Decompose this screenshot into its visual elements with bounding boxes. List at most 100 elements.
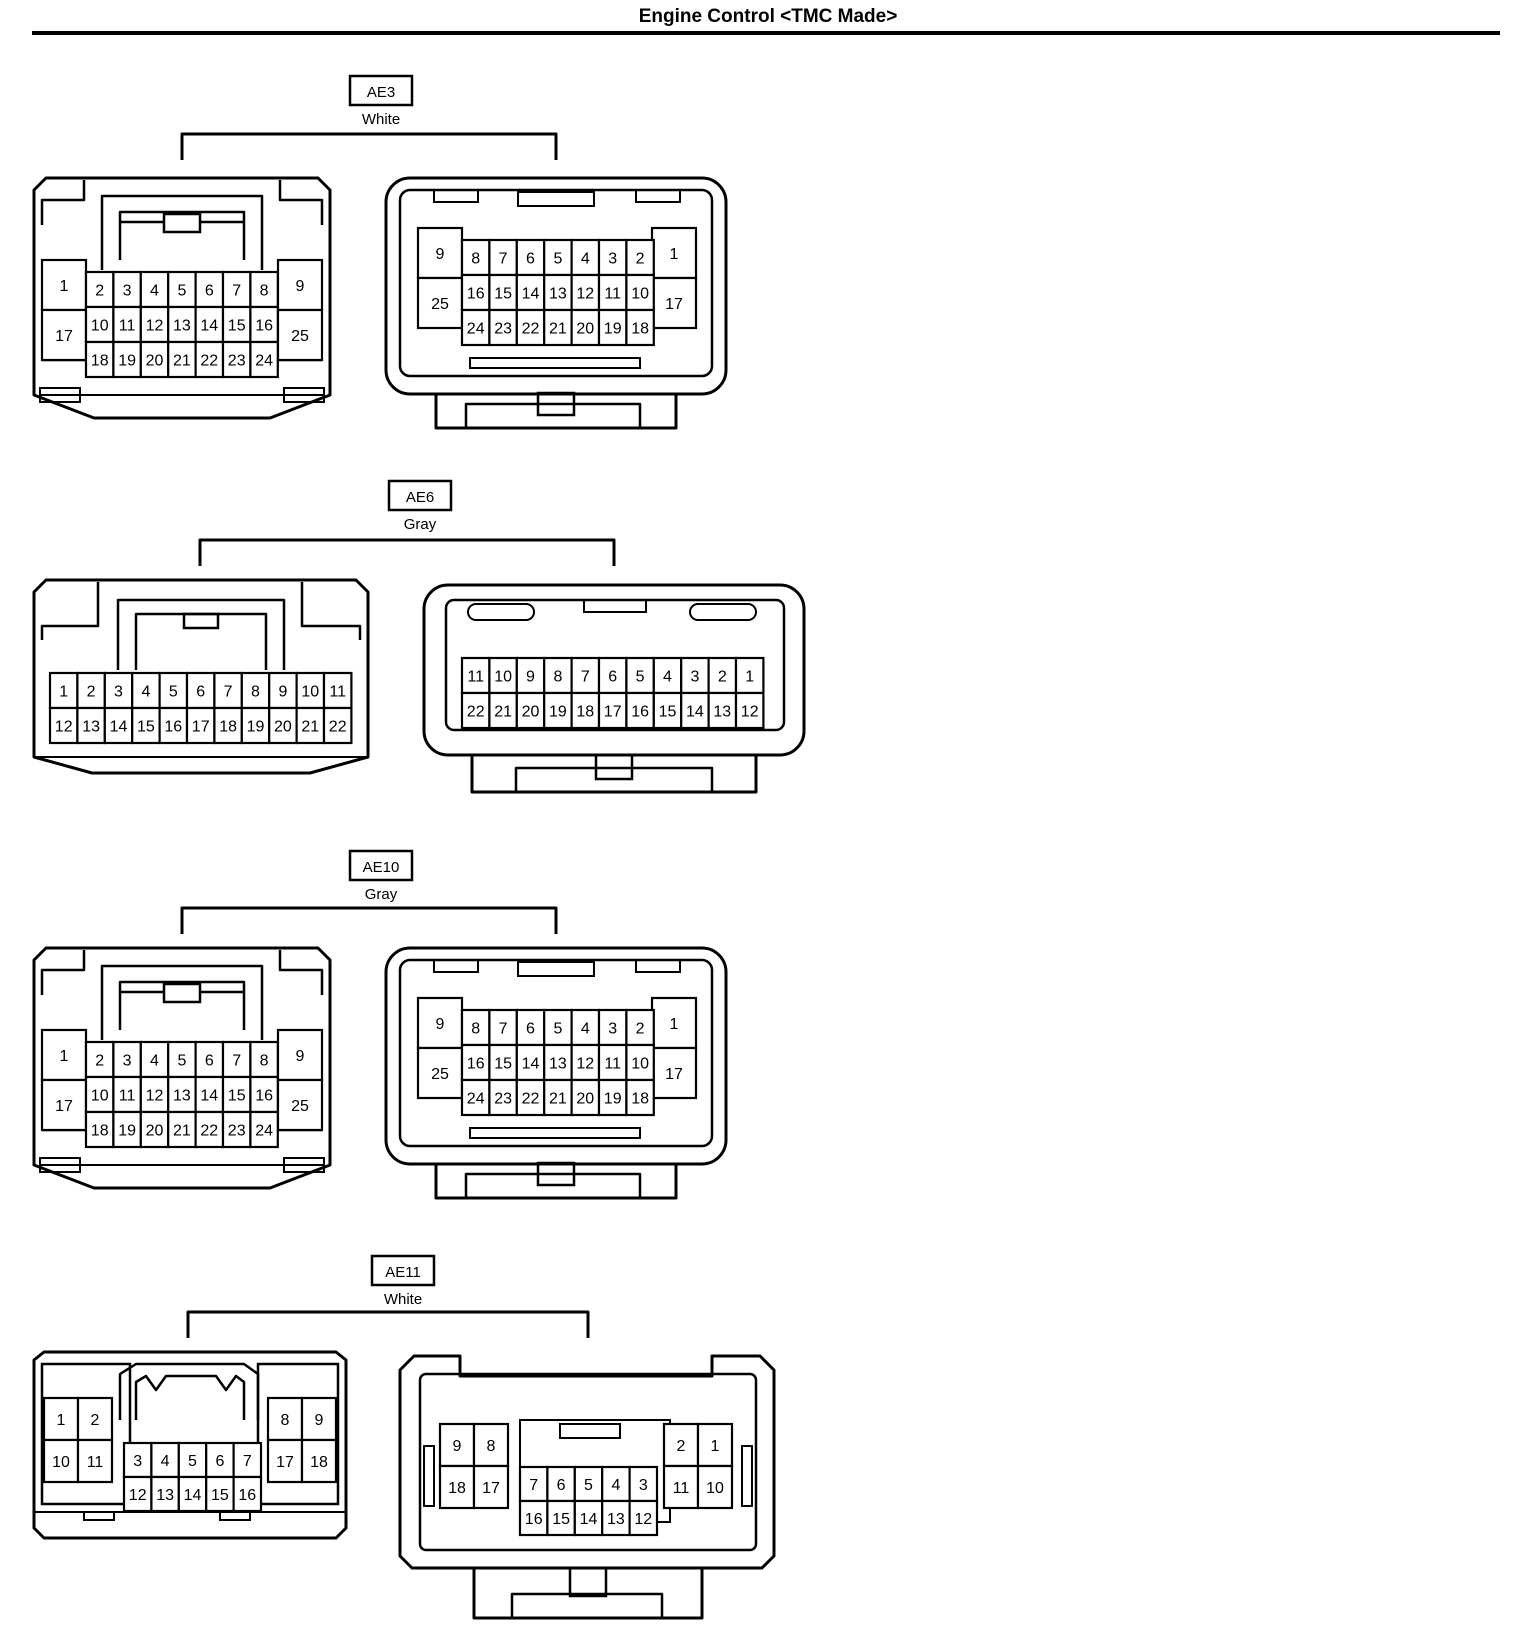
pin-label: 11 (87, 1454, 104, 1471)
housing-outline (118, 210, 246, 260)
pin-label: 15 (659, 704, 677, 721)
pin-label: 17 (55, 1098, 73, 1115)
pin-label: 6 (608, 669, 617, 686)
housing-outline (198, 538, 616, 566)
pin-label: 12 (129, 1487, 147, 1504)
pin-cell (416, 1046, 464, 1100)
pin-label: 2 (87, 684, 96, 701)
pin-label: 1 (745, 669, 754, 686)
pin-label: 7 (224, 684, 233, 701)
outline-rect (635, 959, 681, 973)
pin-cell (707, 691, 738, 730)
outline-rect (583, 599, 647, 613)
pin-label: 17 (482, 1480, 500, 1497)
pin-label: 22 (522, 321, 540, 338)
pin-label: 1 (59, 684, 68, 701)
outline-rect (219, 1511, 251, 1521)
pin-cell (546, 1499, 576, 1537)
pin-cell (300, 1438, 338, 1484)
pin-label: 22 (467, 704, 485, 721)
pin-label: 12 (146, 318, 164, 335)
pin-cell (518, 1499, 549, 1537)
connector-id: AE6 (406, 489, 434, 506)
pin-cell (628, 1465, 659, 1503)
pin-label: 14 (200, 318, 218, 335)
pin-label: 25 (291, 1098, 309, 1115)
pin-label: 2 (677, 1438, 686, 1455)
pin-cell (570, 1008, 601, 1047)
pin-label: 10 (631, 1056, 649, 1073)
pin-label: 7 (232, 1053, 241, 1070)
pin-label: 15 (228, 318, 246, 335)
pin-cell (167, 1110, 197, 1149)
pin-label: 2 (91, 1412, 100, 1429)
pin-cell (177, 1441, 208, 1479)
pin-label: 16 (631, 704, 649, 721)
pin-label: 24 (255, 1123, 273, 1140)
pin-label: 9 (315, 1412, 324, 1429)
pin-cell (221, 1040, 252, 1079)
pin-label: 14 (522, 1056, 540, 1073)
pin-label: 5 (169, 684, 178, 701)
pin-label: 15 (494, 1056, 512, 1073)
pin-label: 20 (146, 353, 164, 370)
pin-label: 15 (228, 1088, 246, 1105)
outline-rect (594, 753, 634, 781)
pin-cell (276, 308, 324, 362)
pin-cell (48, 706, 79, 745)
pin-cell (276, 258, 324, 312)
pin-label: 18 (310, 1454, 328, 1471)
pin-label: 21 (301, 719, 319, 736)
pin-cell (416, 276, 464, 330)
pin-label: 13 (82, 719, 100, 736)
outline-rect (182, 612, 220, 630)
pin-label: 16 (467, 286, 485, 303)
pin-label: 5 (177, 1053, 186, 1070)
pin-label: 1 (60, 1048, 69, 1065)
pin-label: 4 (150, 1053, 159, 1070)
pin-label: 15 (211, 1487, 229, 1504)
outline-rect (162, 212, 202, 234)
outline-rect (398, 958, 714, 1148)
connector-id: AE10 (363, 859, 400, 876)
pin-cell (40, 258, 88, 312)
pin-label: 16 (238, 1487, 256, 1504)
pin-label: 14 (580, 1511, 598, 1528)
pin-label: 4 (581, 251, 590, 268)
pin-cell (625, 273, 655, 312)
pin-label: 4 (663, 669, 672, 686)
pin-label: 13 (713, 704, 731, 721)
housing-outline (278, 950, 324, 995)
pin-label: 17 (192, 719, 210, 736)
pin-label: 5 (553, 251, 562, 268)
pin-cell (597, 308, 628, 347)
pin-cell (488, 308, 518, 347)
pin-label: 12 (741, 704, 759, 721)
pin-label: 11 (119, 318, 136, 335)
connector-color: White (384, 1291, 422, 1308)
housing-outline (32, 578, 370, 775)
housing-outline (40, 950, 86, 995)
pin-cell (570, 1078, 601, 1117)
pin-label: 18 (219, 719, 237, 736)
pin-cell (295, 706, 326, 745)
pin-cell (268, 671, 298, 710)
pin-label: 7 (499, 1021, 508, 1038)
pin-label: 13 (549, 1056, 567, 1073)
pin-label: 3 (639, 1477, 648, 1494)
pin-cell (42, 1396, 80, 1442)
housing-outline (100, 964, 264, 1040)
outline-rect (517, 191, 595, 207)
pin-cell (276, 1028, 324, 1082)
pin-label: 1 (670, 246, 679, 263)
pin-label: 18 (448, 1480, 466, 1497)
left-connector-view: 1179252101831119412205132161422715238162… (32, 946, 332, 1190)
pin-cell (515, 308, 546, 347)
housing-outline (118, 980, 246, 1030)
housing-outline (180, 132, 558, 160)
pin-label: 22 (329, 719, 347, 736)
pin-label: 23 (494, 321, 512, 338)
pin-label: 23 (228, 353, 246, 370)
pin-label: 2 (636, 251, 645, 268)
